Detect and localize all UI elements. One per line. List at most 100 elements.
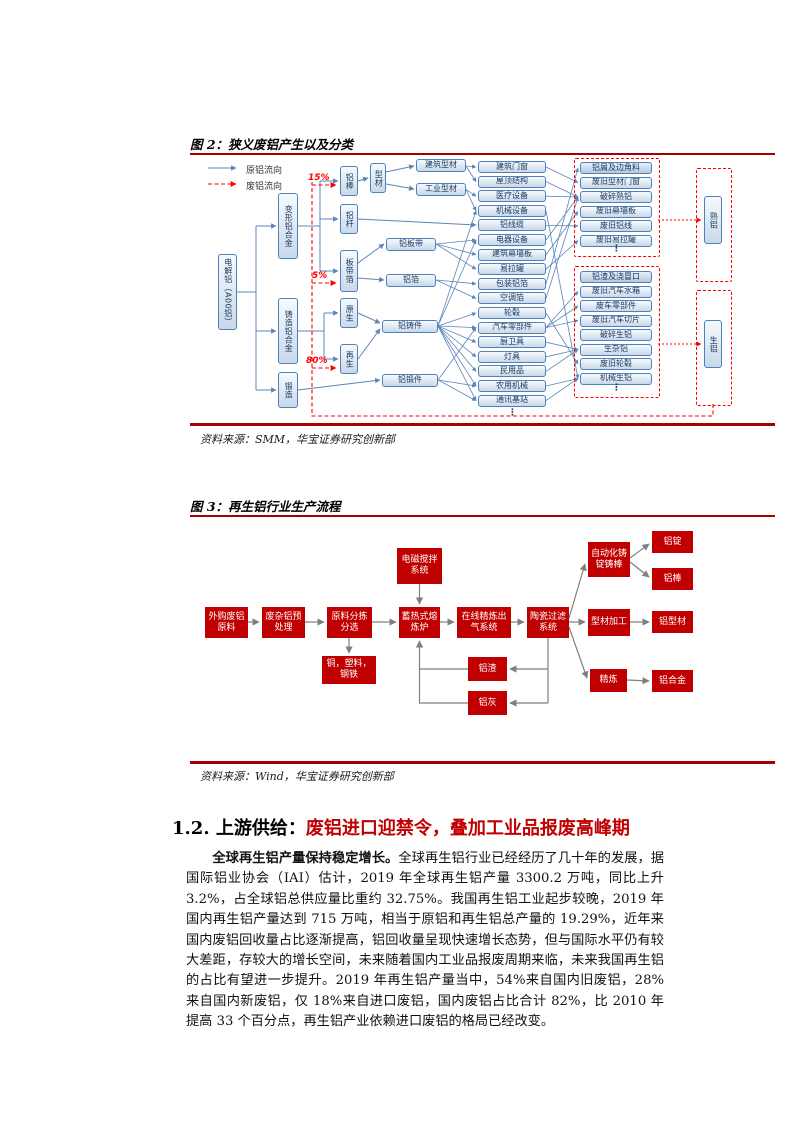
electrolytic-aluminium-box: 电解铝（A00铝） bbox=[218, 254, 237, 330]
application-box: 建筑门窗 bbox=[478, 161, 546, 173]
output-box: 铝锭 bbox=[652, 531, 693, 553]
scrap-flow-lines bbox=[208, 180, 714, 417]
cooked-aluminium-box: 熟铝 bbox=[704, 196, 722, 244]
application-box: 医疗设备 bbox=[478, 190, 546, 203]
scrap-box: 生杂铝 bbox=[580, 343, 652, 356]
figure3-connectors-svg bbox=[248, 543, 650, 707]
cooked-scrap-group bbox=[574, 158, 660, 257]
paragraph-lead-bold: 全球再生铝产量保持稳定增长。 bbox=[212, 851, 399, 866]
application-box: 民用品 bbox=[478, 365, 546, 378]
process-box: 陶瓷过滤系统 bbox=[527, 607, 569, 638]
raw-scrap-ellipsis: ⋮ bbox=[612, 383, 621, 393]
application-box: 汽车零部件 bbox=[478, 321, 546, 334]
application-box: 电器设备 bbox=[478, 234, 546, 246]
byproduct-box: 铝渣 bbox=[468, 657, 507, 681]
foil-box: 铝箔 bbox=[386, 274, 436, 287]
industrial-profile-box: 工业型材 bbox=[416, 183, 466, 196]
forging-product-box: 铝锻件 bbox=[382, 374, 438, 387]
scrap-box: 废旧铝线 bbox=[580, 220, 652, 232]
application-box: 灯具 bbox=[478, 350, 546, 363]
process-box: 废杂铝预处理 bbox=[262, 607, 305, 638]
primary-flow-lines bbox=[208, 164, 477, 393]
percent-5-label: 5% bbox=[312, 271, 328, 281]
stirring-system-box: 电磁搅拌系统 bbox=[397, 548, 442, 584]
application-box: 轮毂 bbox=[478, 307, 546, 319]
aluminium-rod-box: 铝杆 bbox=[340, 204, 358, 234]
byproduct-box: 铝灰 bbox=[468, 691, 507, 715]
application-box: 易拉罐 bbox=[478, 263, 546, 276]
forging-box: 锻造 bbox=[278, 372, 298, 408]
aluminium-bar-box: 铝棒 bbox=[340, 166, 358, 196]
process-box: 原料分拣分选 bbox=[327, 607, 372, 638]
reject-materials-box: 铜，塑料，钢铁 bbox=[322, 656, 376, 684]
casting-box: 铝铸件 bbox=[382, 320, 438, 333]
cast-alloy-box: 铸造铝合金 bbox=[278, 298, 298, 364]
figure3-source: 资料来源：Wind，华宝证券研究创新部 bbox=[200, 770, 394, 783]
paragraph-body-text: 全球再生铝行业已经经历了几十年的发展，据国际铝业协会（IAI）估计，2019 年… bbox=[186, 851, 665, 1030]
product-to-application-lines bbox=[435, 164, 477, 401]
cooked-scrap-header-box: 铝屑及边角料 bbox=[580, 162, 652, 174]
primary-cast-box: 原生 bbox=[340, 298, 358, 328]
scrap-box: 破碎熟铝 bbox=[580, 191, 652, 203]
cooked-aluminium-group bbox=[696, 168, 732, 282]
process-box: 外购废铝原料 bbox=[205, 607, 248, 638]
process-box: 在线精炼出气系统 bbox=[457, 607, 511, 638]
sheet-strip-foil-box: 板带箔 bbox=[340, 250, 358, 292]
raw-scrap-group bbox=[574, 266, 660, 398]
section-heading-number: 1.2. 上游供给： bbox=[172, 818, 306, 839]
application-box: 空调箔 bbox=[478, 292, 546, 305]
sheet-strip-box: 铝板带 bbox=[386, 238, 436, 251]
section-heading: 1.2. 上游供给：废铝进口迎禁令，叠加工业品报废高峰期 bbox=[172, 814, 630, 840]
figure2-diagram: 原铝流向 废铝流向 电解铝（A00铝） 变形铝合金 铸造铝合金 锻造 铝棒 铝杆… bbox=[190, 158, 775, 425]
casting-line-box: 自动化铸锭铸棒 bbox=[588, 542, 630, 577]
output-box: 铝型材 bbox=[652, 611, 693, 633]
scrap-box: 废旧幕墙板 bbox=[580, 205, 652, 218]
scrap-box: 废旧轮毂 bbox=[580, 358, 652, 370]
process-flow-lines bbox=[248, 543, 650, 707]
raw-scrap-header-box: 铝渣及浇冒口 bbox=[580, 271, 652, 283]
scrap-box: 破碎生铝 bbox=[580, 329, 652, 341]
application-box: 通讯基站 bbox=[478, 394, 546, 407]
figure3-title: 图 3：再生铝行业生产流程 bbox=[190, 499, 341, 514]
figure2-title: 图 2：狭义废铝产生以及分类 bbox=[190, 137, 354, 152]
figure2-top-rule bbox=[190, 153, 775, 155]
process-box: 蓄热式熔炼炉 bbox=[399, 607, 440, 638]
refining-box: 精炼 bbox=[590, 669, 627, 692]
figure2-connectors-svg bbox=[208, 164, 714, 417]
profile-processing-box: 型材加工 bbox=[588, 609, 630, 636]
raw-aluminium-box: 生铝 bbox=[704, 320, 722, 368]
scrap-box: 废车零部件 bbox=[580, 300, 652, 312]
wrought-alloy-box: 变形铝合金 bbox=[278, 193, 298, 259]
figure3-bottom-rule bbox=[190, 761, 775, 764]
application-box: 建筑幕墙板 bbox=[478, 248, 546, 261]
application-box: 铝线缆 bbox=[478, 219, 546, 232]
application-box: 厨卫具 bbox=[478, 336, 546, 349]
legend-primary-flow-label: 原铝流向 bbox=[246, 166, 283, 176]
application-box: 机械设备 bbox=[478, 204, 546, 217]
application-to-scrap-lines bbox=[545, 166, 580, 401]
legend-scrap-flow-label: 废铝流向 bbox=[246, 182, 283, 192]
application-box: 农用机械 bbox=[478, 380, 546, 392]
cooked-scrap-ellipsis: ⋮ bbox=[612, 244, 621, 254]
application-box: 屋顶结构 bbox=[478, 175, 546, 188]
figure3-diagram: 电磁搅拌系统 外购废铝原料 废杂铝预处理 原料分拣分选 蓄热式熔炼炉 在线精炼出… bbox=[190, 520, 775, 762]
scrap-box: 机械生铝 bbox=[580, 372, 652, 385]
figure2-bottom-rule bbox=[190, 423, 775, 426]
figure3-top-rule bbox=[190, 515, 775, 517]
application-box: 包装铝箔 bbox=[478, 277, 546, 290]
percent-15-label: 15% bbox=[308, 173, 330, 183]
raw-aluminium-group bbox=[696, 290, 732, 406]
output-box: 铝棒 bbox=[652, 568, 693, 590]
scrap-box: 废旧型材门窗 bbox=[580, 176, 652, 189]
figure2-source: 资料来源：SMM，华宝证券研究创新部 bbox=[200, 433, 396, 446]
output-box: 铝合金 bbox=[652, 670, 693, 692]
profile-box: 型材 bbox=[370, 163, 386, 193]
construction-profile-box: 建筑型材 bbox=[416, 159, 466, 172]
body-paragraph: 全球再生铝产量保持稳定增长。全球再生铝行业已经经历了几十年的发展，据国际铝业协会… bbox=[186, 849, 664, 1033]
scrap-box: 废旧汽车水箱 bbox=[580, 285, 652, 298]
applications-ellipsis: ⋮ bbox=[508, 408, 517, 418]
section-heading-red-text: 废铝进口迎禁令，叠加工业品报废高峰期 bbox=[305, 818, 630, 839]
scrap-box: 废旧汽车切片 bbox=[580, 314, 652, 327]
scrap-box: 废旧易拉罐 bbox=[580, 234, 652, 247]
